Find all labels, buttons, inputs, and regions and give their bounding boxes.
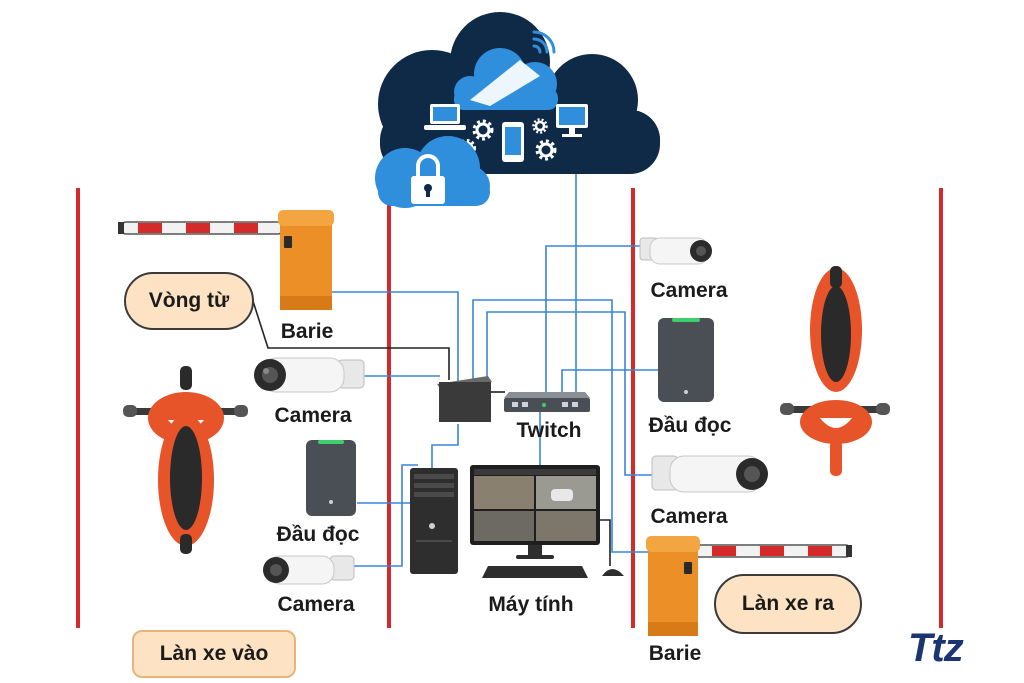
- camera-in-bottom-label: Camera: [277, 593, 355, 616]
- monitor-icon: [556, 104, 588, 137]
- switch-label: Twitch: [516, 419, 582, 442]
- wire-camera-out-top: [545, 245, 642, 392]
- lane-lines: [76, 188, 943, 628]
- controller-box-icon: [437, 376, 492, 422]
- wire-barrier-in: [332, 291, 459, 382]
- lane-in-label: Làn xe vào: [159, 642, 269, 665]
- bullet-camera-icon: [651, 455, 768, 493]
- wire-mouse: [600, 519, 611, 566]
- camera-out-top-label: Camera: [650, 279, 728, 302]
- motorbike-icon: [780, 266, 890, 476]
- reader-out-label: Đầu đọc: [648, 414, 732, 437]
- wire-barrier-out: [472, 299, 660, 553]
- card-reader-icon: [306, 440, 356, 516]
- mouse-icon: [602, 569, 624, 576]
- laptop-icon: [424, 104, 466, 130]
- barrier-in-label: Barie: [280, 320, 334, 343]
- cloud-icon: [375, 12, 660, 208]
- wiring: [251, 170, 660, 567]
- bullet-camera-icon: [263, 555, 355, 585]
- motorbike-icon: [123, 366, 248, 554]
- computer-label: Máy tính: [488, 593, 574, 616]
- loop-label: Vòng từ: [148, 289, 230, 312]
- card-reader-icon: [658, 318, 714, 402]
- lane-in-pill: Làn xe vào: [132, 630, 296, 678]
- camera-out-bottom-label: Camera: [650, 505, 728, 528]
- brand-logo: Ttz: [908, 626, 964, 670]
- wire-loop-to-controller: [251, 297, 450, 380]
- lane-out-label: Làn xe ra: [741, 592, 835, 615]
- wire-camera-out-bottom: [486, 311, 654, 476]
- smartphone-icon: [502, 122, 524, 162]
- bullet-camera-icon: [639, 237, 712, 265]
- barrier-gate-icon: [646, 536, 852, 636]
- pc-tower-icon: [410, 468, 458, 574]
- barrier-out-label: Barie: [648, 642, 702, 665]
- wire-pc-to-controller: [431, 424, 459, 468]
- lock-icon: [375, 136, 490, 208]
- monitor-icon: [470, 465, 600, 578]
- wire-camera-in-bottom: [352, 464, 418, 567]
- lane-out-pill: Làn xe ra: [714, 574, 862, 634]
- loop-pill: Vòng từ: [124, 272, 254, 330]
- network-switch-icon: [504, 392, 590, 412]
- camera-in-top-label: Camera: [274, 404, 352, 427]
- bullet-camera-icon: [254, 357, 365, 393]
- wire-reader-out: [561, 369, 658, 392]
- wifi-icon: [532, 30, 556, 54]
- reader-in-label: Đầu đọc: [276, 523, 360, 546]
- barrier-gate-icon: [118, 210, 334, 310]
